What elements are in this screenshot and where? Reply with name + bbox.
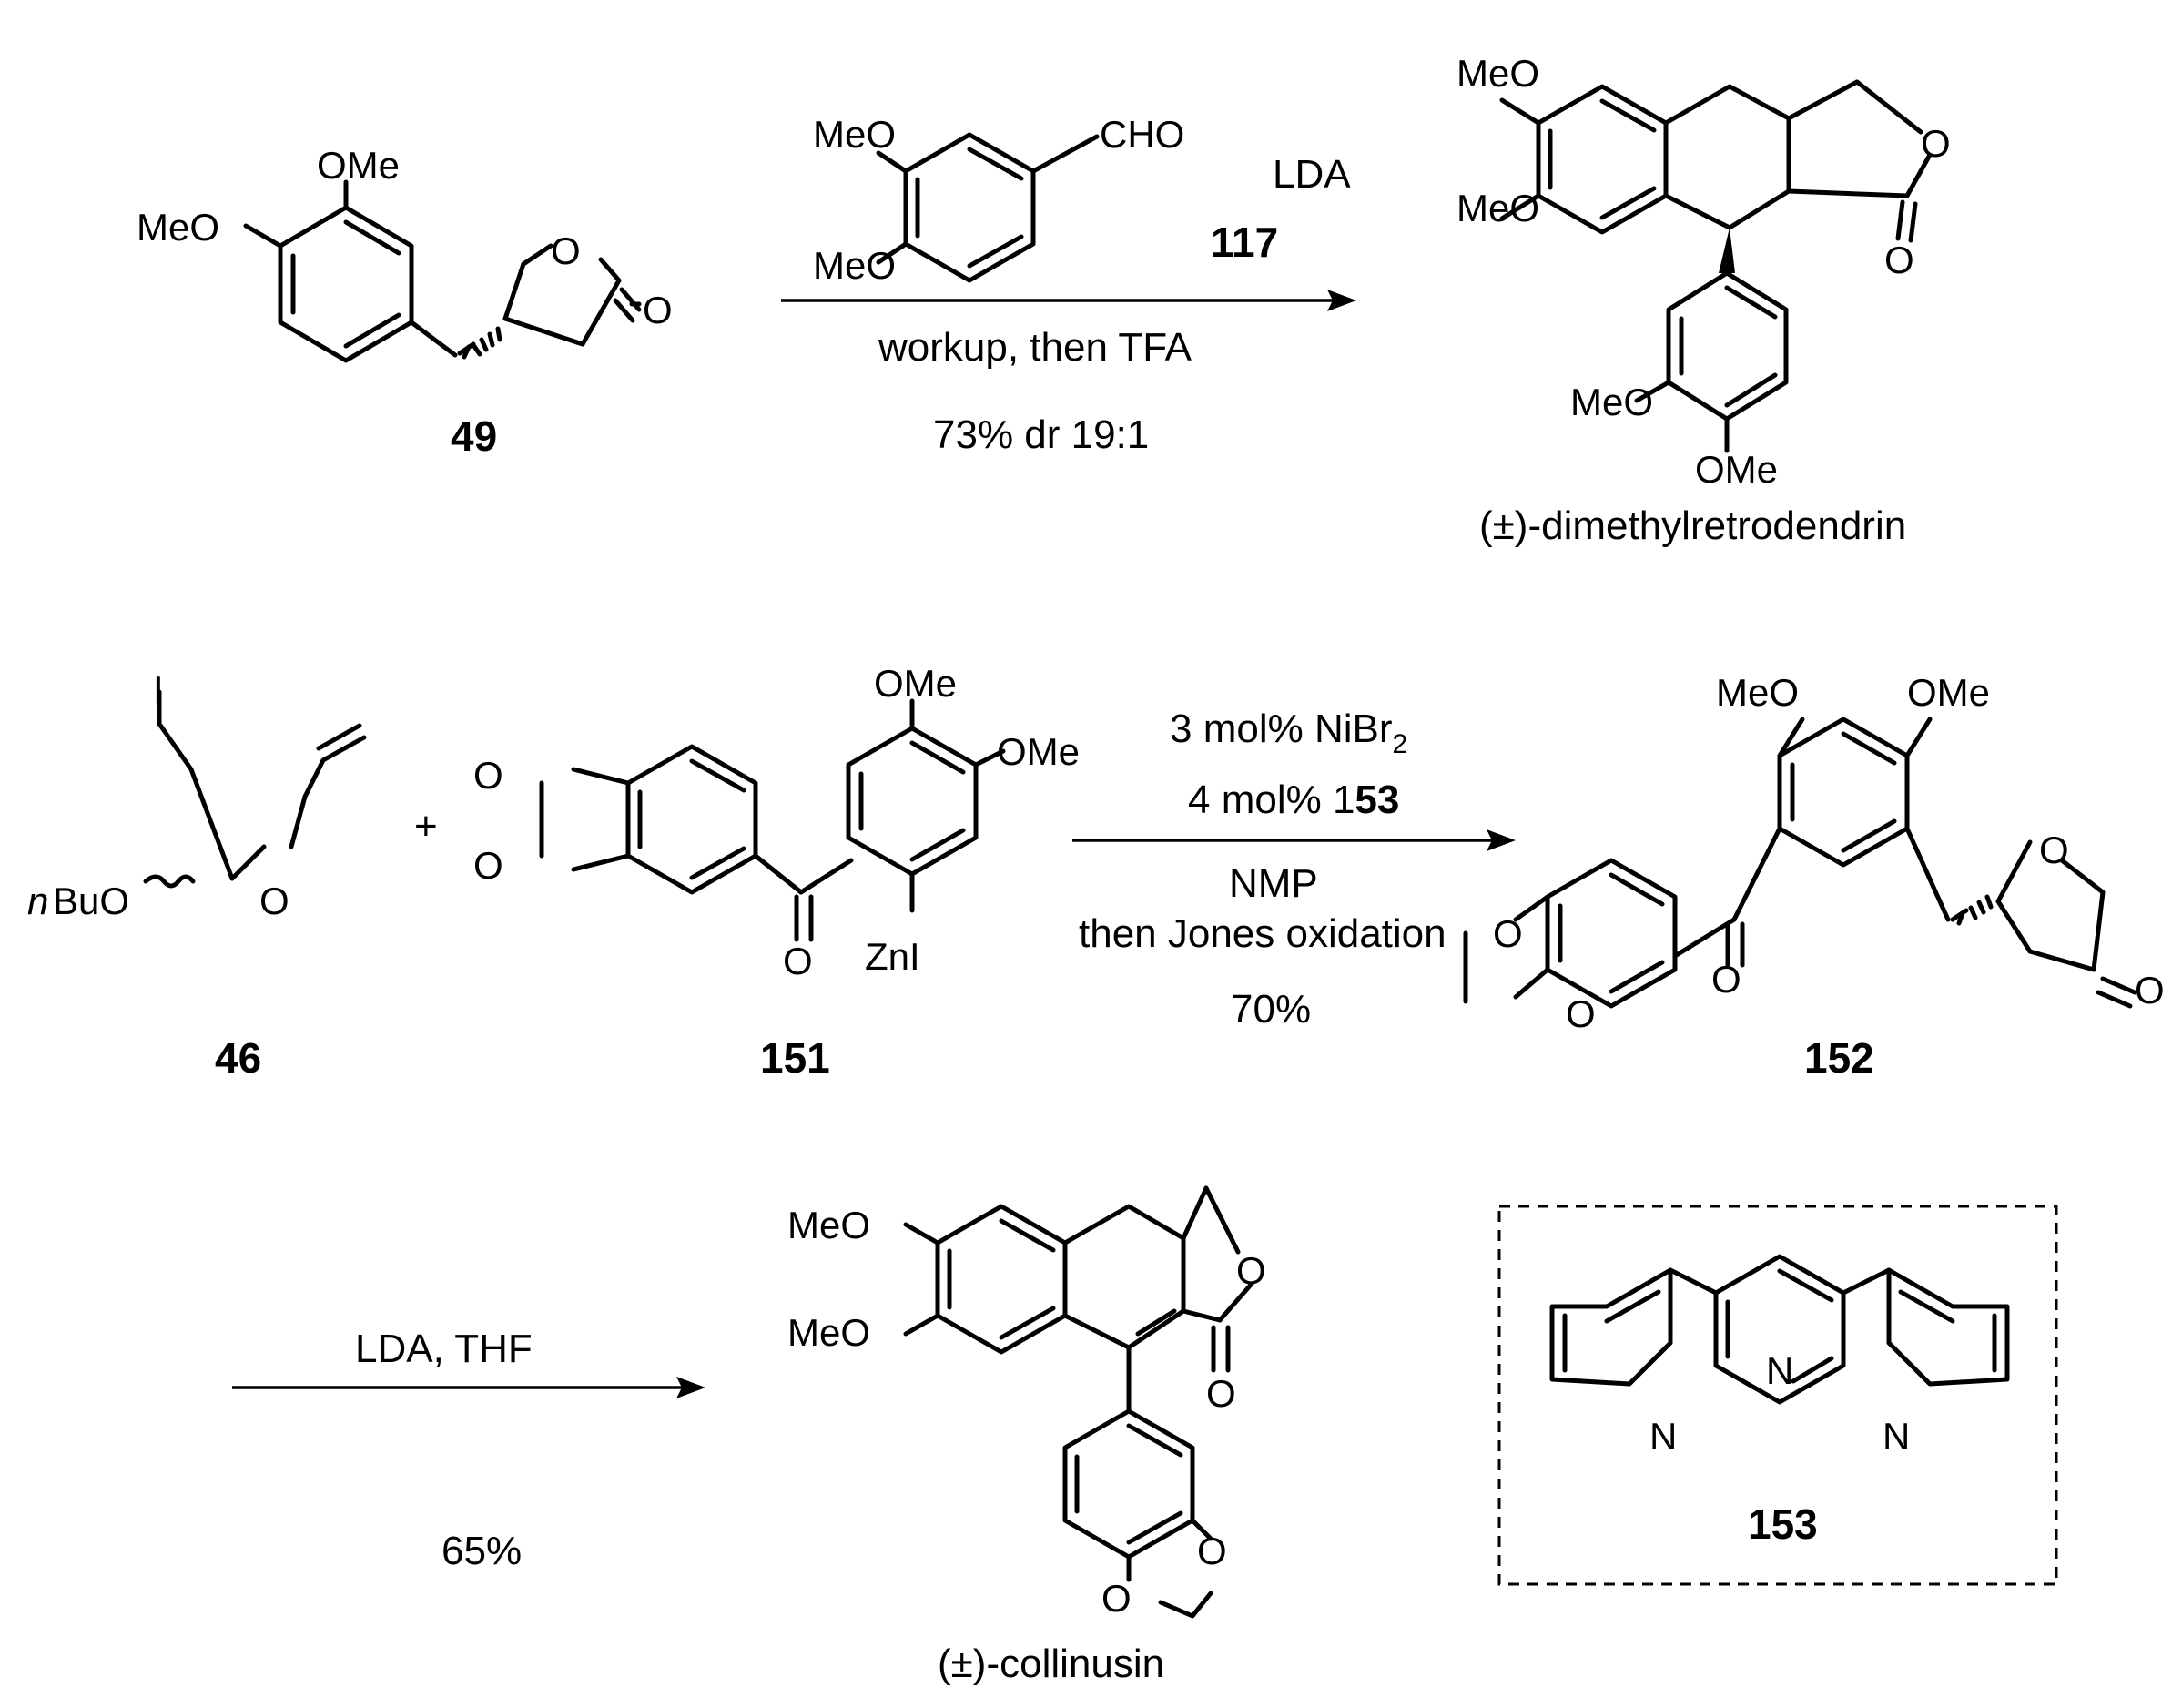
reaction-arrow-3 <box>232 1377 705 1398</box>
reaction2-yield: 70% <box>1231 987 1311 1032</box>
compound-number-46: 46 <box>215 1034 261 1082</box>
reaction-arrow-1 <box>781 290 1356 311</box>
compound-117-structure <box>876 132 1100 283</box>
compound-number-49: 49 <box>451 412 497 460</box>
atom-label: I <box>153 668 164 711</box>
reaction2-ligand: 4 mol% 153 <box>1188 778 1399 822</box>
atom-label: OMe <box>1695 448 1778 491</box>
atom-label: O <box>1101 1577 1132 1620</box>
product-name-dimethylretrodendrin: (±)-dimethylretrodendrin <box>1479 503 1906 548</box>
atom-label: MeO <box>1716 671 1799 714</box>
reaction2-catalyst-subscript: 2 <box>1393 729 1408 759</box>
ligand-153-box <box>1497 1205 2058 1586</box>
reaction3-reagent: LDA, THF <box>355 1327 533 1371</box>
atom-label: OMe <box>874 662 957 705</box>
product-name-collinusin: (±)-collinusin <box>938 1642 1164 1686</box>
atom-label: O <box>2135 969 2165 1012</box>
dimethylretrodendrin-structure <box>1499 79 1933 453</box>
atom-label: MeO <box>787 1204 870 1246</box>
atom-label: MeO <box>787 1311 870 1354</box>
ligand-153-structure <box>1549 1254 2010 1405</box>
compound-46-structure <box>143 689 367 889</box>
reaction2-catalyst-main: 3 mol% NiBr <box>1170 707 1393 751</box>
atom-label: O <box>473 844 503 887</box>
reagent-lda: LDA <box>1273 152 1351 197</box>
compound-151-structure <box>539 698 1006 942</box>
compound-number-152: 152 <box>1804 1034 1874 1082</box>
atom-label-n: n <box>27 879 48 922</box>
atom-label: MeO <box>1570 381 1653 423</box>
atom-label: O <box>1711 958 1741 1001</box>
atom-label: O <box>1566 992 1596 1035</box>
reaction2-oxidation: then Jones oxidation <box>1079 911 1446 956</box>
atom-label: O <box>259 879 289 922</box>
reaction2-solvent: NMP <box>1229 861 1318 906</box>
atom-label: OMe <box>997 730 1080 773</box>
atom-label: MeO <box>1456 187 1539 229</box>
atom-label: OMe <box>1907 671 1990 714</box>
reaction1-conditions: workup, then TFA <box>878 325 1192 370</box>
atom-label: OMe <box>317 144 400 187</box>
compound-49-structure <box>243 179 642 363</box>
atom-label: O <box>643 289 673 331</box>
reaction2-ligand-prefix: 4 mol% 1 <box>1188 778 1355 822</box>
atom-label: MeO <box>137 206 219 249</box>
atom-label: O <box>1884 239 1914 281</box>
atom-label: O <box>783 940 813 982</box>
atom-label: O <box>2039 829 2069 871</box>
atom-label: O <box>1206 1372 1236 1415</box>
reaction-arrow-2 <box>1072 829 1516 851</box>
reaction3-yield: 65% <box>441 1529 522 1573</box>
atom-label: O <box>1236 1249 1266 1292</box>
atom-label: O <box>551 229 581 272</box>
atom-label: ZnI <box>865 935 920 978</box>
compound-number-117: 117 <box>1211 219 1278 266</box>
atom-label: O <box>1493 912 1523 955</box>
compound-152-structure <box>1463 717 2137 1009</box>
atom-label: MeO <box>813 113 896 156</box>
plus-sign: + <box>414 804 438 849</box>
atom-label: O <box>1197 1530 1227 1572</box>
atom-label: MeO <box>813 244 896 287</box>
atom-label: MeO <box>1456 52 1539 95</box>
collinusin-structure <box>903 1185 1254 1619</box>
reaction1-yield: 73% dr 19:1 <box>933 412 1149 457</box>
atom-label: BuO <box>53 879 129 922</box>
compound-number-153: 153 <box>1748 1500 1818 1548</box>
atom-label: N <box>1766 1349 1793 1392</box>
atom-label: CHO <box>1100 113 1184 156</box>
atom-label: O <box>473 754 503 797</box>
reaction2-ligand-number: 53 <box>1355 778 1399 822</box>
atom-label: N <box>1883 1415 1910 1458</box>
atom-label: O <box>1921 122 1951 165</box>
atom-label: N <box>1649 1415 1677 1458</box>
reaction2-catalyst: 3 mol% NiBr2 <box>1170 707 1407 759</box>
compound-number-151: 151 <box>760 1034 830 1082</box>
